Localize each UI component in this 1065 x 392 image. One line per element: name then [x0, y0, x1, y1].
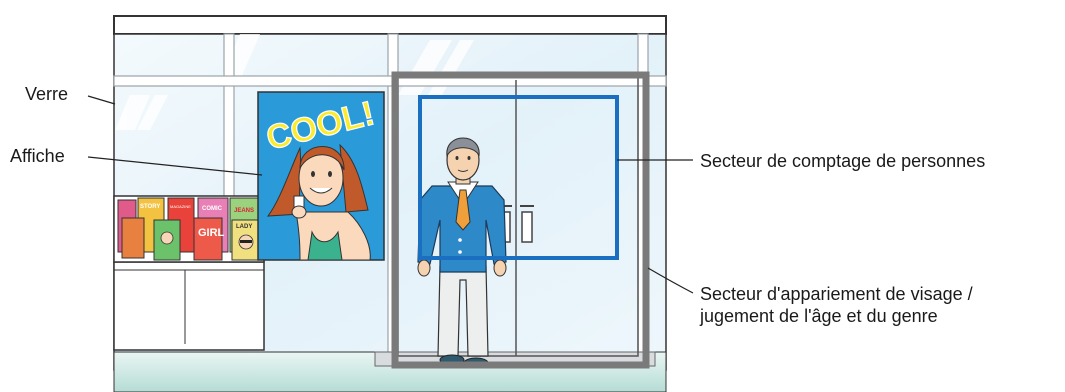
- magazine-title-story: STORY: [140, 204, 160, 210]
- glass-label: Verre: [25, 83, 68, 105]
- magazine-title-magazine: MAGAZINE: [170, 204, 191, 209]
- counting-area-label: Secteur de comptage de personnes: [700, 150, 985, 172]
- magazine-rack: STORY MAGAZINE COMIC JEANS GIRL LADY: [114, 196, 264, 262]
- poster-label: Affiche: [10, 145, 65, 167]
- face-area-label-line1: Secteur d'appariement de visage /: [700, 283, 973, 305]
- face-area-label-line2: jugement de l'âge et du genre: [700, 305, 938, 327]
- magazine-title-jeans: JEANS: [234, 208, 254, 214]
- magazine-title-girl: GIRL: [198, 227, 225, 239]
- poster: COOL!: [258, 92, 384, 260]
- glass-leader-line: [88, 96, 115, 104]
- magazine-title-lady: LADY: [236, 224, 252, 230]
- magazine-title-comic: COMIC: [202, 206, 223, 212]
